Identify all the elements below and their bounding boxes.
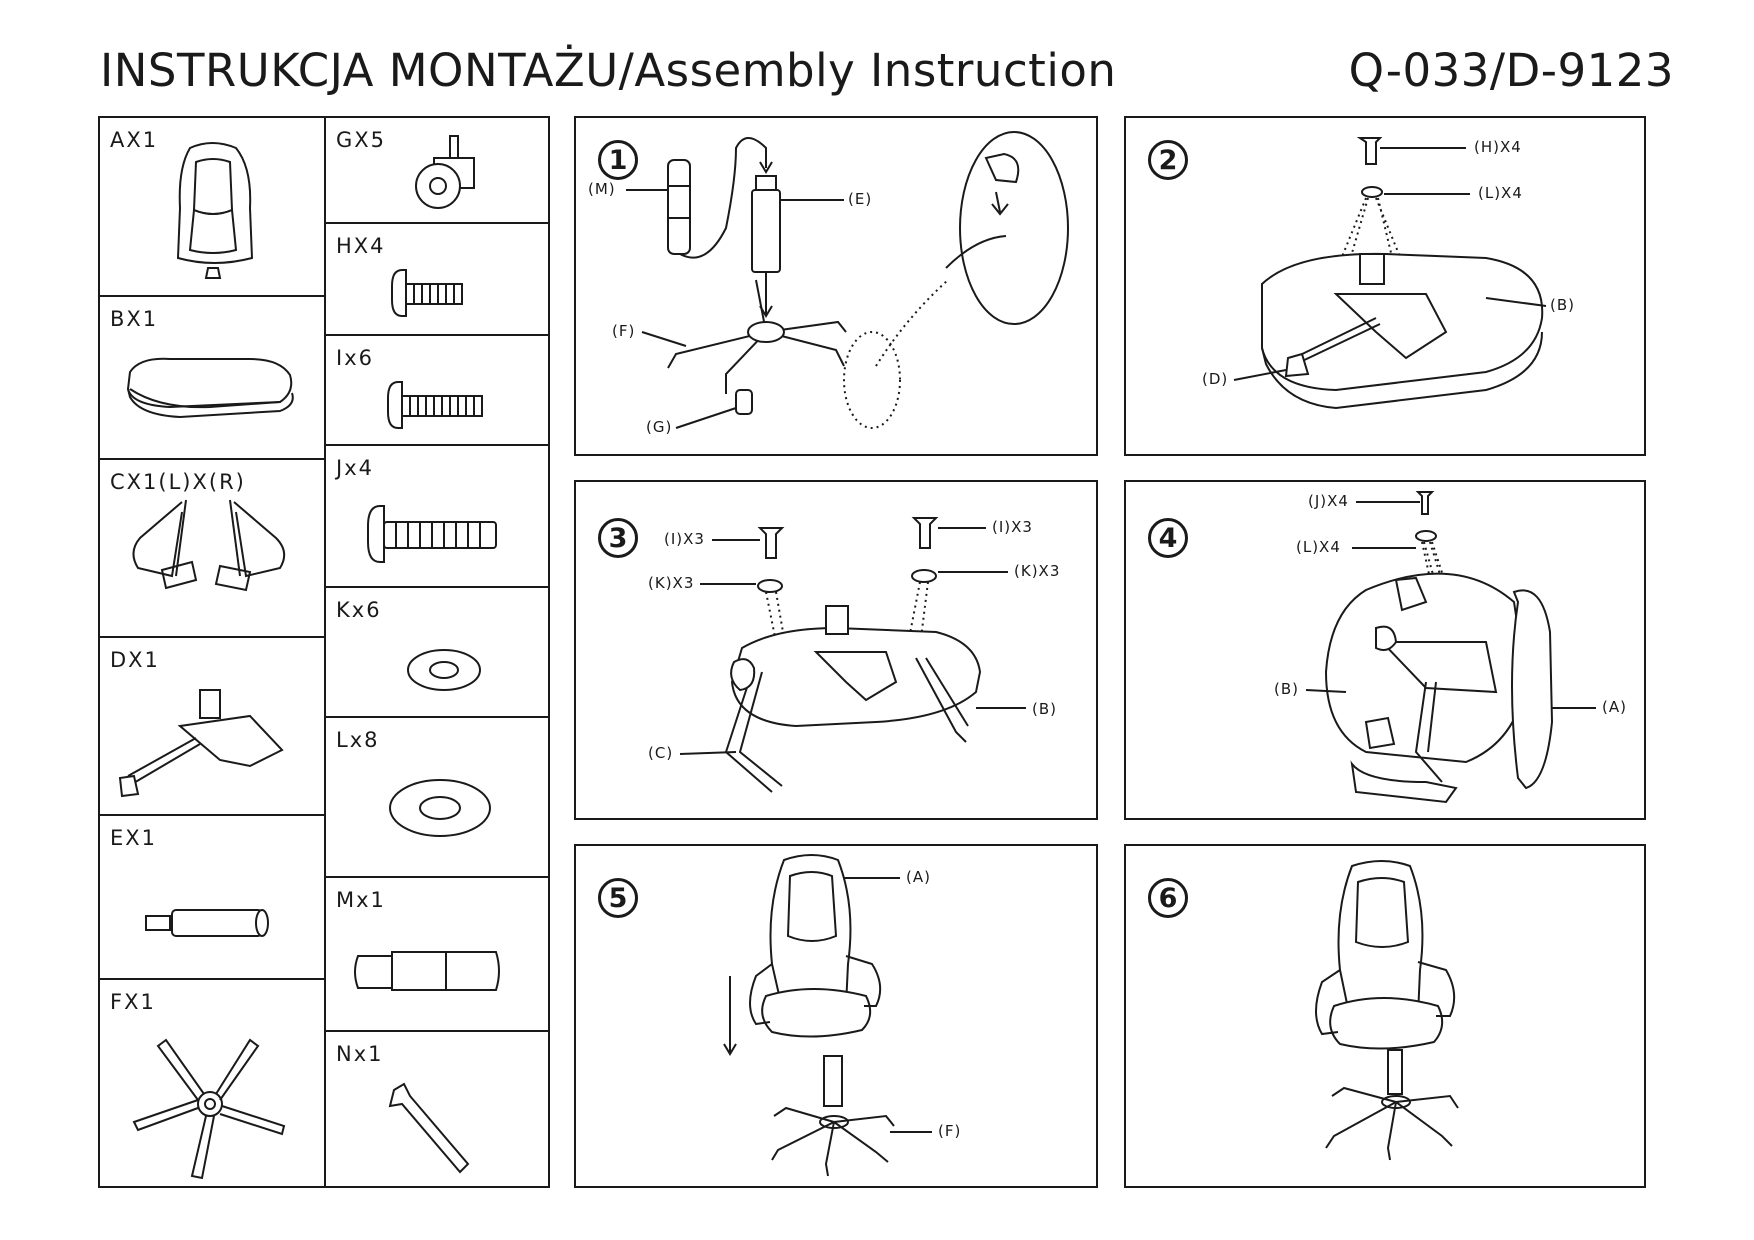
callout-j: (J)X4 — [1308, 492, 1349, 510]
step-6-illustration — [1315, 860, 1459, 1161]
callout-a: (A) — [1602, 698, 1627, 716]
part-label: Nx1 — [336, 1042, 384, 1066]
callout-d: (D) — [1202, 370, 1228, 388]
callout-k-left: (K)X3 — [648, 574, 694, 592]
callout-f: (F) — [938, 1122, 961, 1140]
part-cell-f: FX1 — [98, 978, 326, 1188]
allen-key-icon — [388, 1082, 470, 1174]
callout-l: (L)X4 — [1296, 538, 1341, 556]
part-label: Mx1 — [336, 888, 386, 912]
part-label: CX1(L)X(R) — [110, 470, 246, 494]
step-6-panel: 6 — [1124, 844, 1646, 1188]
part-label: Lx8 — [336, 728, 380, 752]
caster-icon — [415, 135, 475, 209]
tilt-mechanism-icon — [118, 689, 284, 798]
part-label: EX1 — [110, 826, 158, 850]
callout-c: (C) — [648, 744, 673, 762]
washer-large-icon — [389, 779, 491, 837]
part-label: Jx4 — [336, 456, 374, 480]
part-cell-g: GX5 — [324, 116, 550, 224]
part-label: Kx6 — [336, 598, 382, 622]
part-cell-n: Nx1 — [324, 1030, 550, 1188]
gas-cover-icon — [354, 951, 500, 991]
part-label: BX1 — [110, 307, 159, 331]
part-cell-l: Lx8 — [324, 716, 550, 878]
step-2-illustration: (H)X4 (L)X4 (B) (D) — [1202, 137, 1575, 410]
model-number: Q-033/D-9123 — [1348, 44, 1674, 97]
gas-lift-icon — [145, 909, 269, 937]
part-cell-j: Jx4 — [324, 444, 550, 588]
callout-i-right: (I)X3 — [992, 518, 1033, 536]
callout-b: (B) — [1032, 700, 1057, 718]
step-2-panel: 2 (H)X4 (L)X4 (B) (D) — [1124, 116, 1646, 456]
part-label: AX1 — [110, 128, 159, 152]
step-4-illustration: (J)X4 (L)X4 (B) (A) — [1274, 491, 1627, 804]
part-cell-c: CX1(L)X(R) — [98, 458, 326, 638]
callout-l: (L)X4 — [1478, 184, 1523, 202]
part-cell-b: BX1 — [98, 295, 326, 460]
step-3-illustration: (I)X3 (K)X3 (I)X3 (K)X3 (B) (C) — [648, 517, 1060, 793]
callout-k-right: (K)X3 — [1014, 562, 1060, 580]
armrests-icon — [132, 499, 286, 592]
seat-cushion-icon — [126, 357, 294, 419]
step-3-panel: 3 (I)X3 (K)X3 (I)X3 (K)X3 (B) (C) — [574, 480, 1098, 820]
callout-a: (A) — [906, 868, 931, 886]
part-label: Ix6 — [336, 346, 374, 370]
callout-e: (E) — [848, 190, 872, 208]
step-number: 3 — [598, 518, 638, 558]
part-label: DX1 — [110, 648, 160, 672]
callout-f: (F) — [612, 322, 635, 340]
callout-b: (B) — [1274, 680, 1299, 698]
part-cell-i: Ix6 — [324, 334, 550, 446]
bolt-short-icon — [391, 269, 463, 317]
part-label: FX1 — [110, 990, 156, 1014]
step-5-illustration: (A) (F) — [723, 854, 961, 1177]
bolt-medium-icon — [387, 381, 483, 429]
bolt-long-icon — [367, 505, 497, 563]
step-number: 4 — [1148, 518, 1188, 558]
part-cell-a: AX1 — [98, 116, 326, 297]
step-1-illustration: (M) (E) (F) (G) — [588, 131, 1069, 436]
washer-small-icon — [407, 649, 481, 691]
callout-m: (M) — [588, 180, 616, 198]
part-label: GX5 — [336, 128, 387, 152]
callout-i-left: (I)X3 — [664, 530, 705, 548]
step-number: 6 — [1148, 878, 1188, 918]
backrest-icon — [176, 142, 254, 279]
step-5-panel: 5 (A) (F) — [574, 844, 1098, 1188]
step-number: 2 — [1148, 140, 1188, 180]
step-1-panel: 1 (M) (E) (F) (G) — [574, 116, 1098, 456]
step-4-panel: 4 (J)X4 (L)X4 (B) (A) — [1124, 480, 1646, 820]
step-number: 1 — [598, 140, 638, 180]
step-number: 5 — [598, 878, 638, 918]
callout-b: (B) — [1550, 296, 1575, 314]
part-label: HX4 — [336, 234, 386, 258]
part-cell-e: EX1 — [98, 814, 326, 980]
callout-h: (H)X4 — [1474, 138, 1522, 156]
part-cell-d: DX1 — [98, 636, 326, 816]
star-base-icon — [132, 1038, 286, 1180]
page-title: INSTRUKCJA MONTAŻU/Assembly Instruction — [100, 44, 1117, 97]
part-cell-m: Mx1 — [324, 876, 550, 1032]
part-cell-k: Kx6 — [324, 586, 550, 718]
callout-g: (G) — [646, 418, 672, 436]
part-cell-h: HX4 — [324, 222, 550, 336]
